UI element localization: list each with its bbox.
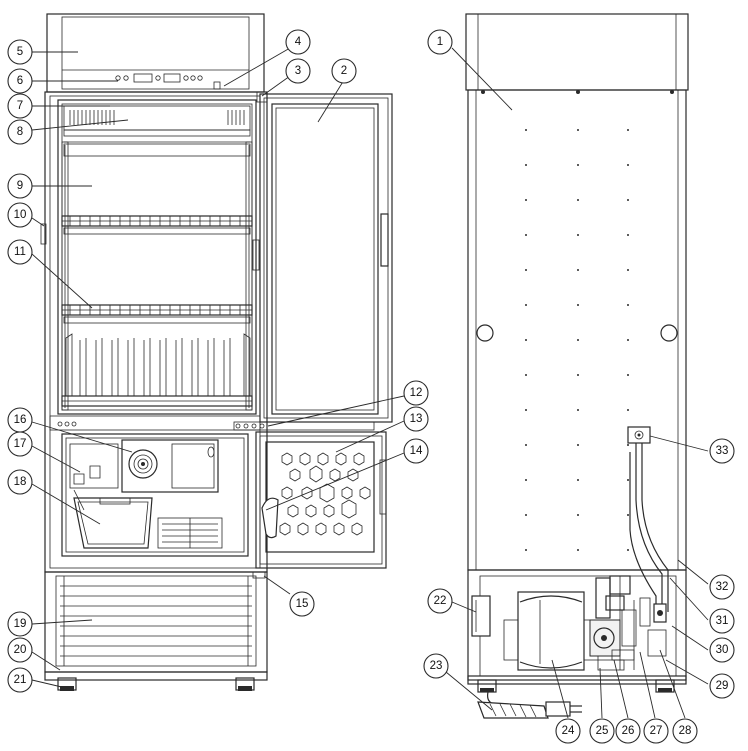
svg-text:7: 7 xyxy=(17,100,23,112)
svg-text:9: 9 xyxy=(17,180,23,192)
svg-text:23: 23 xyxy=(430,660,443,672)
svg-text:21: 21 xyxy=(14,674,27,686)
svg-text:26: 26 xyxy=(622,725,635,737)
compressor xyxy=(503,591,599,671)
svg-text:27: 27 xyxy=(650,725,663,737)
front-feet xyxy=(57,677,255,691)
callout-8: 8 xyxy=(7,119,33,145)
callout-25: 25 xyxy=(589,718,615,744)
callout-18: 18 xyxy=(7,469,33,495)
svg-text:33: 33 xyxy=(716,445,729,457)
svg-text:15: 15 xyxy=(296,598,309,610)
svg-text:3: 3 xyxy=(295,65,301,77)
front-grille xyxy=(60,576,252,666)
callout-22: 22 xyxy=(427,588,453,614)
callout-23: 23 xyxy=(423,653,449,679)
water-inlet-hose xyxy=(627,426,669,612)
leader-lines xyxy=(31,47,709,719)
rear-feet xyxy=(477,679,675,693)
svg-text:19: 19 xyxy=(14,618,27,630)
svg-text:17: 17 xyxy=(14,438,27,450)
callout-20: 20 xyxy=(7,637,33,663)
callout-27: 27 xyxy=(643,718,669,744)
svg-text:20: 20 xyxy=(14,644,27,656)
svg-text:22: 22 xyxy=(434,595,447,607)
callout-21: 21 xyxy=(7,667,33,693)
rear-power-box xyxy=(471,595,491,637)
front-view xyxy=(40,13,393,691)
callout-6: 6 xyxy=(7,68,33,94)
callout-12: 12 xyxy=(403,380,429,406)
callout-1: 1 xyxy=(427,29,453,55)
callout-24: 24 xyxy=(555,718,581,744)
power-plug xyxy=(477,691,582,719)
callout-15: 15 xyxy=(289,591,315,617)
upper-door xyxy=(252,93,393,423)
svg-text:16: 16 xyxy=(14,414,27,426)
svg-text:28: 28 xyxy=(679,725,692,737)
shelf-1 xyxy=(61,215,253,235)
top-vent-right xyxy=(227,110,245,125)
callout-29: 29 xyxy=(709,673,735,699)
svg-text:32: 32 xyxy=(716,581,729,593)
svg-text:24: 24 xyxy=(562,725,575,737)
callout-16: 16 xyxy=(7,407,33,433)
svg-text:5: 5 xyxy=(17,46,23,58)
control-panel xyxy=(115,73,203,83)
ice-bin xyxy=(73,489,153,549)
svg-text:18: 18 xyxy=(14,476,27,488)
svg-text:31: 31 xyxy=(716,615,729,627)
callout-10: 10 xyxy=(7,202,33,228)
callout-4: 4 xyxy=(285,29,311,55)
svg-text:30: 30 xyxy=(716,644,729,656)
callout-30: 30 xyxy=(709,637,735,663)
svg-text:10: 10 xyxy=(14,209,27,221)
callout-14: 14 xyxy=(403,438,429,464)
svg-text:4: 4 xyxy=(295,36,302,48)
lower-door xyxy=(252,431,387,579)
callout-9: 9 xyxy=(7,173,33,199)
callouts: 1 2 3 4 5 6 7 8 9 10 11 12 13 14 15 16 1… xyxy=(7,29,735,744)
top-vent-left xyxy=(69,110,115,125)
svg-text:1: 1 xyxy=(437,36,443,48)
fan-unit xyxy=(121,439,219,493)
svg-text:29: 29 xyxy=(716,680,729,692)
callout-7: 7 xyxy=(7,93,33,119)
callout-13: 13 xyxy=(403,406,429,432)
callout-3: 3 xyxy=(285,58,311,84)
lower-vent xyxy=(157,517,223,549)
callout-32: 32 xyxy=(709,574,735,600)
callout-33: 33 xyxy=(709,438,735,464)
bottle-rack xyxy=(61,333,253,407)
svg-text:2: 2 xyxy=(341,65,347,77)
rear-panel-rivets xyxy=(525,129,629,551)
condenser-parts xyxy=(589,575,667,671)
svg-text:8: 8 xyxy=(17,126,23,138)
svg-text:13: 13 xyxy=(410,413,423,425)
shelf-2 xyxy=(61,304,253,324)
svg-text:11: 11 xyxy=(14,246,26,258)
svg-text:6: 6 xyxy=(17,75,23,87)
callout-31: 31 xyxy=(709,608,735,634)
ice-maker-box xyxy=(69,443,119,489)
callout-5: 5 xyxy=(7,39,33,65)
callout-11: 11 xyxy=(7,239,33,265)
svg-text:14: 14 xyxy=(410,445,423,457)
callout-17: 17 xyxy=(7,431,33,457)
svg-text:25: 25 xyxy=(596,725,609,737)
callout-2: 2 xyxy=(331,58,357,84)
callout-26: 26 xyxy=(615,718,641,744)
callout-28: 28 xyxy=(672,718,698,744)
rear-view xyxy=(465,13,689,719)
callout-19: 19 xyxy=(7,611,33,637)
svg-text:12: 12 xyxy=(410,387,423,399)
